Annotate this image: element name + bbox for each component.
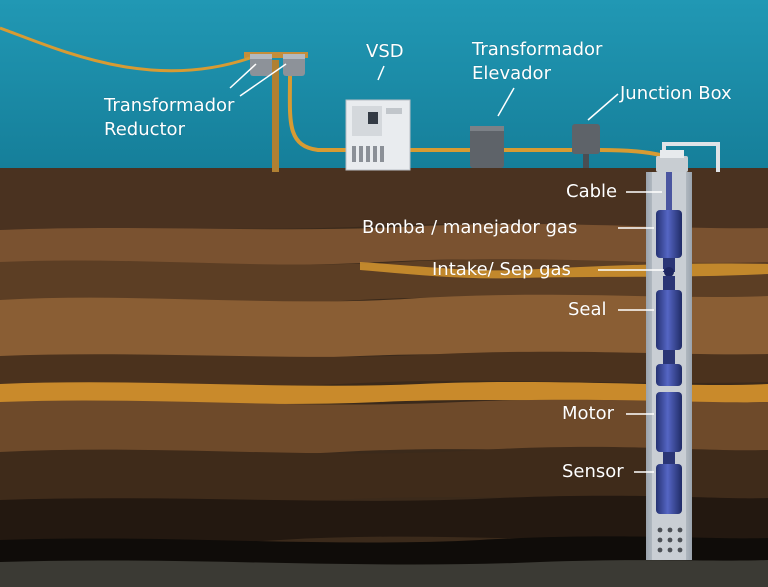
label-junction-box: Junction Box (620, 83, 732, 104)
label-vsd: VSD (366, 41, 404, 62)
power-line (0, 26, 251, 73)
ground-layers (0, 168, 768, 587)
junction-box-icon (572, 124, 600, 168)
motor-section (656, 392, 682, 452)
wellhead-icon (656, 142, 720, 172)
label-cable: Cable (566, 181, 618, 202)
utility-pole (244, 52, 308, 172)
label-transformador-reductor-line1: Transformador (104, 95, 235, 116)
intake-section (664, 267, 674, 277)
seal-section (656, 290, 682, 350)
label-sensor: Sensor (562, 461, 624, 482)
label-transformador-elevador-line2: Elevador (472, 63, 551, 84)
pump-section (656, 210, 682, 258)
esp-string (656, 172, 682, 514)
label-motor: Motor (562, 403, 615, 424)
transformador-elevador-icon (470, 126, 504, 168)
label-seal: Seal (568, 299, 607, 320)
leader-lines (229, 63, 664, 473)
label-transformador-reductor: Transformador Reductor (104, 94, 234, 142)
label-bomba: Bomba / manejador gas (362, 217, 578, 238)
label-transformador-elevador-line1: Transformador (472, 39, 603, 60)
sensor-section (656, 464, 682, 514)
surface-cable (287, 75, 665, 158)
vsd-cabinet-icon (345, 99, 411, 171)
label-transformador-reductor-line2: Reductor (104, 119, 185, 140)
label-transformador-elevador: Transformador Elevador (472, 38, 602, 86)
label-intake: Intake/ Sep gas (432, 259, 571, 280)
transformador-reductor-icon (250, 54, 305, 76)
